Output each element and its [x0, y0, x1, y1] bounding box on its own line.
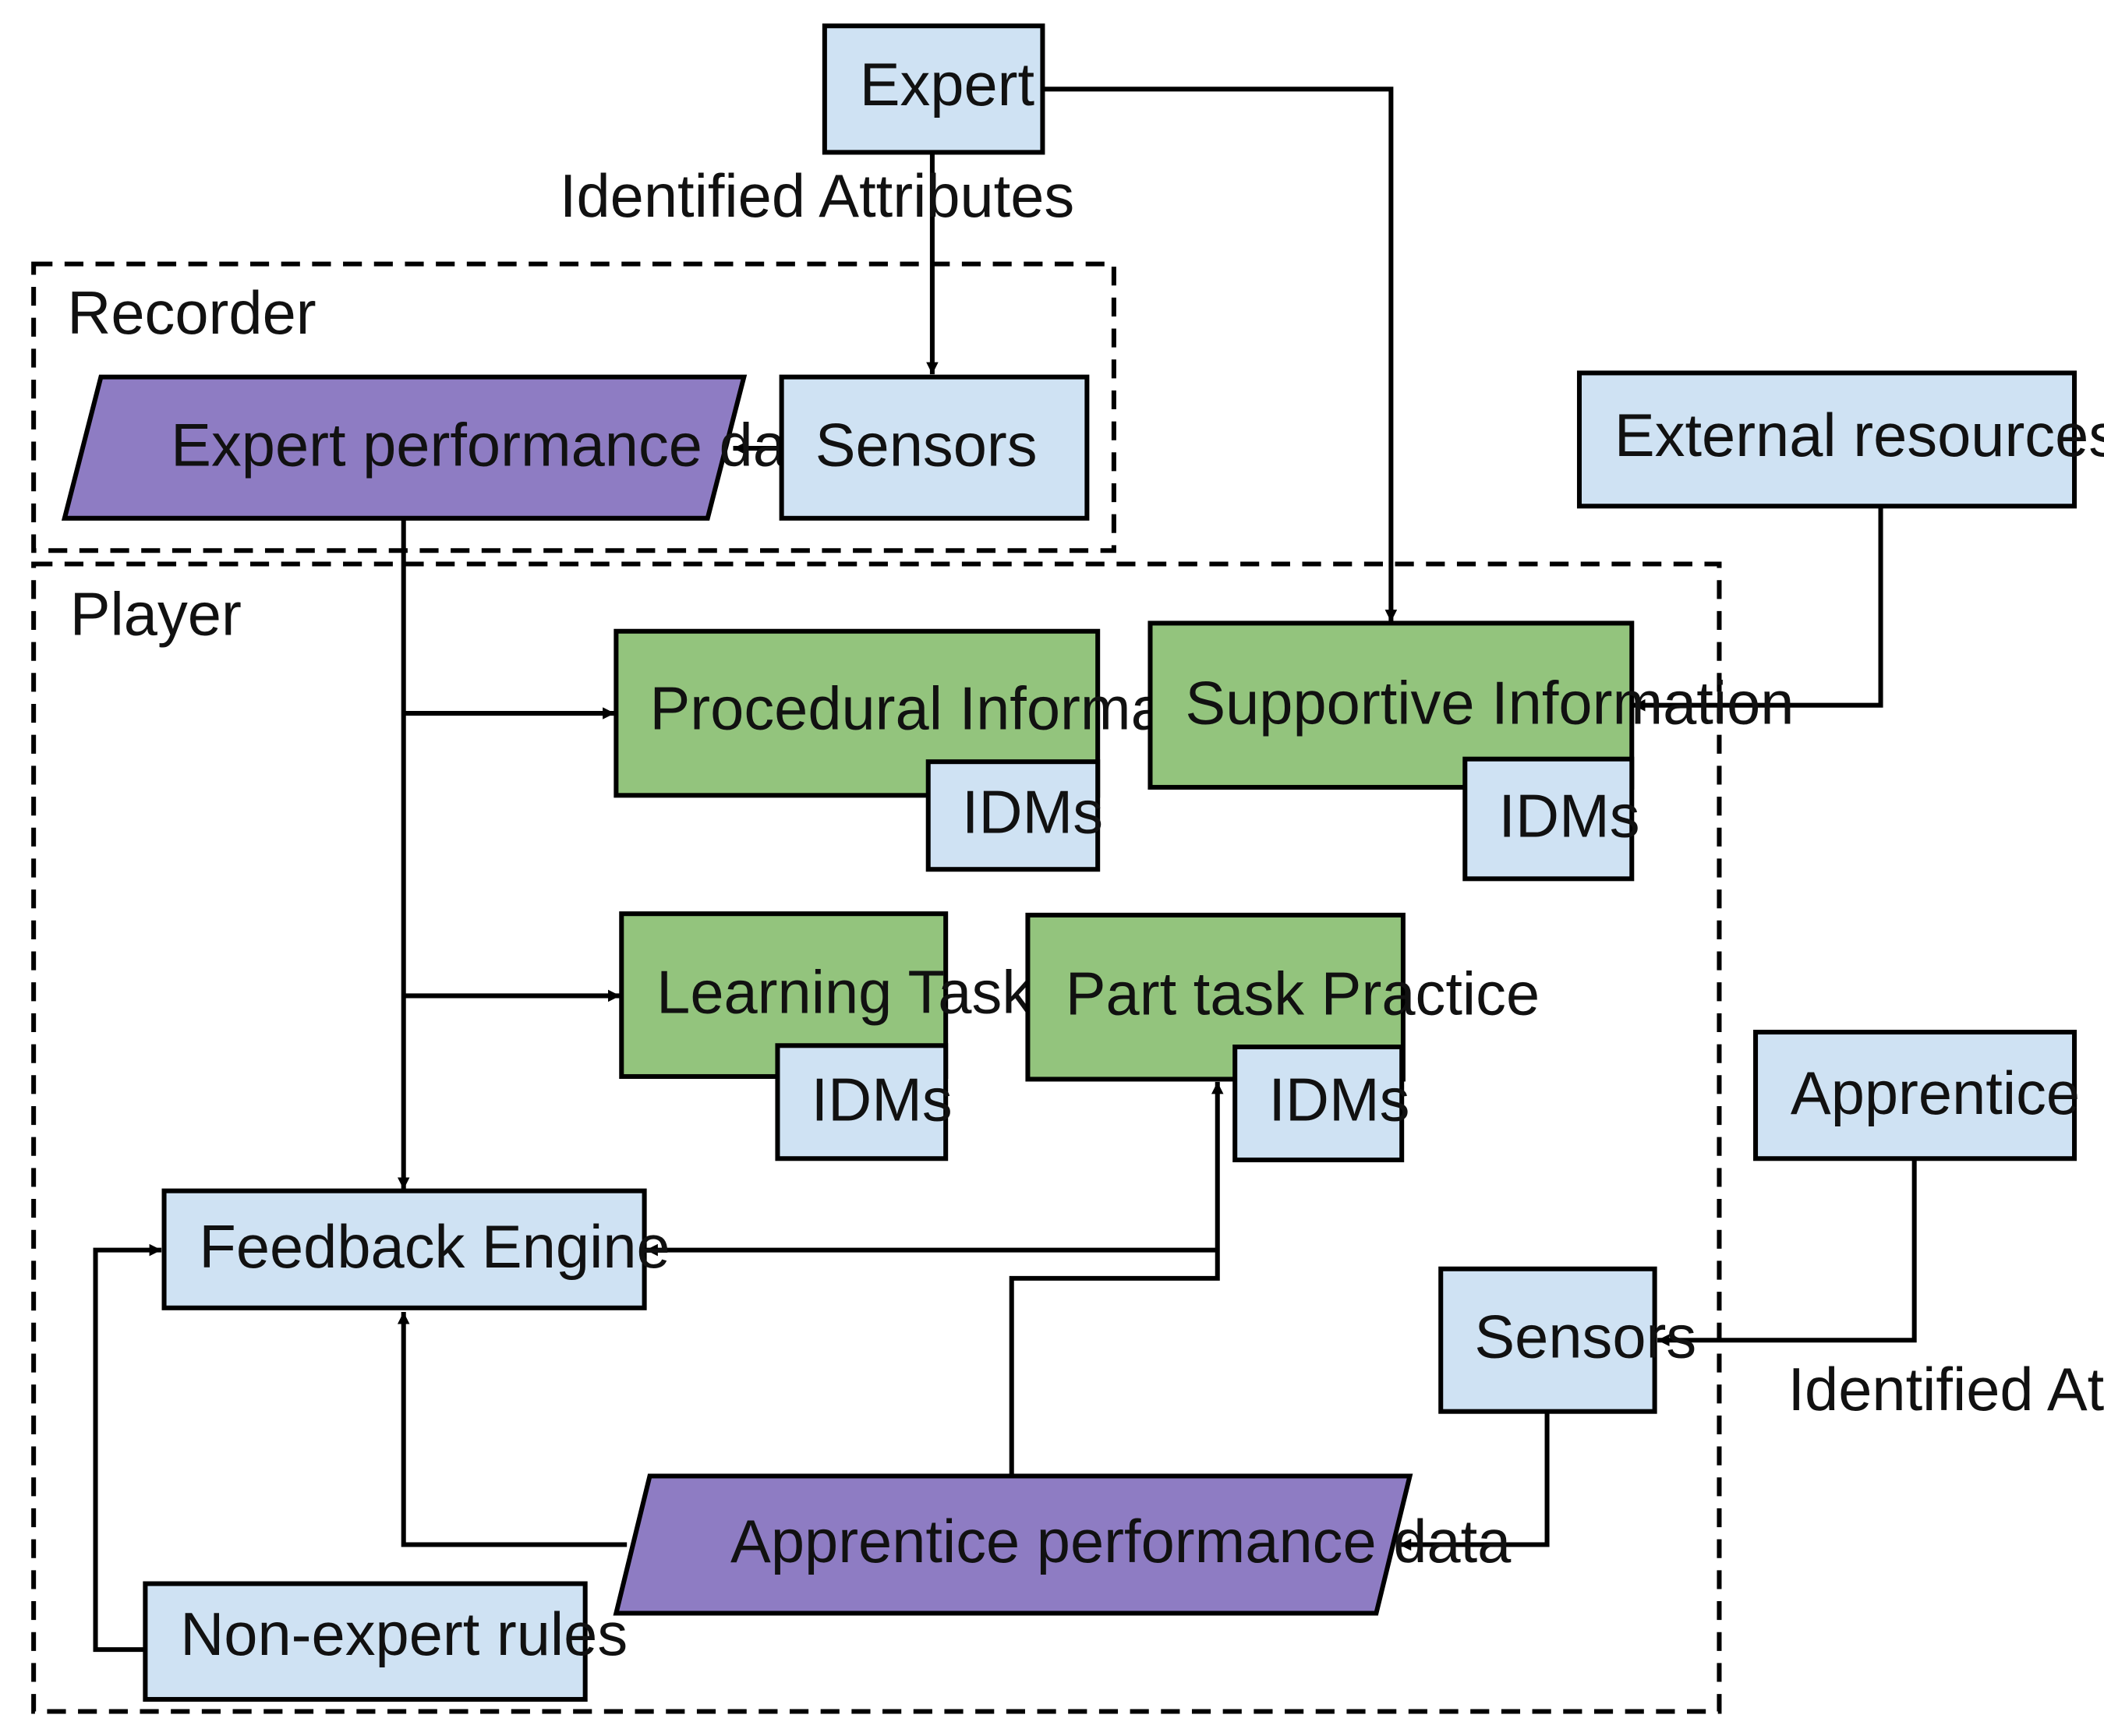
- connector-external-supportive: [1633, 506, 1883, 712]
- idms-procedural-node: IDMs: [925, 759, 1103, 872]
- identified-attributes-top-label: Identified Attributes: [560, 163, 1074, 230]
- connector-nonexpert-feedback: [93, 1243, 162, 1653]
- apprentice-node: Apprentice: [1753, 1030, 2080, 1161]
- sensors-player-label: Sensors: [1474, 1303, 1696, 1370]
- learning-task-label: Learning Task: [656, 960, 1032, 1027]
- part-task-practice-label: Part task Practice: [1066, 960, 1540, 1027]
- identified-attributes-bottom-label: Identified Attributes: [1788, 1356, 2104, 1423]
- connector-apprentice-sensors: [1657, 1158, 1917, 1346]
- connector-expert-supportive: [1042, 87, 1398, 622]
- player-container: [31, 561, 1722, 1714]
- expert-label: Expert: [860, 51, 1034, 118]
- idms-learning-node: IDMs: [775, 1043, 953, 1161]
- idms-supportive-node: IDMs: [1462, 756, 1640, 882]
- expert-performance-data-label: Expert performance data: [171, 412, 837, 479]
- idms-part-task-node: IDMs: [1232, 1044, 1409, 1162]
- sensors-player-node: Sensors: [1438, 1266, 1696, 1414]
- feedback-engine-node: Feedback Engine: [161, 1188, 670, 1310]
- recorder-label: Recorder: [67, 280, 316, 347]
- expert-node: Expert: [822, 23, 1045, 155]
- recorder-container: [31, 261, 1116, 553]
- idms-part-task-label: IDMs: [1268, 1067, 1409, 1134]
- non-expert-rules-label: Non-expert rules: [180, 1601, 628, 1668]
- connectors: [93, 87, 1917, 1653]
- idms-procedural-label: IDMs: [962, 779, 1103, 846]
- expert-performance-data-node: Expert performance data: [61, 374, 837, 521]
- idms-supportive-label: IDMs: [1498, 783, 1639, 850]
- sensors-recorder-label: Sensors: [815, 412, 1038, 479]
- player-label: Player: [70, 582, 242, 649]
- connector-apprenticedata-partask: [1009, 1081, 1224, 1476]
- idms-learning-label: IDMs: [812, 1067, 953, 1134]
- external-resources-label: External resources: [1614, 402, 2104, 469]
- connector-sensors-apprenticedata: [1399, 1411, 1550, 1551]
- apprentice-performance-data-node: Apprentice performance data: [613, 1473, 1512, 1616]
- supportive-information-label: Supportive Information: [1185, 670, 1794, 737]
- connector-apprenticedata-feedback-bottom: [397, 1311, 628, 1547]
- feedback-engine-label: Feedback Engine: [199, 1214, 670, 1281]
- non-expert-rules-node: Non-expert rules: [143, 1581, 628, 1702]
- external-resources-node: External resources: [1576, 370, 2104, 509]
- apprentice-performance-data-label: Apprentice performance data: [730, 1508, 1512, 1575]
- sensors-recorder-node: Sensors: [779, 374, 1090, 521]
- apprentice-label: Apprentice: [1791, 1060, 2080, 1127]
